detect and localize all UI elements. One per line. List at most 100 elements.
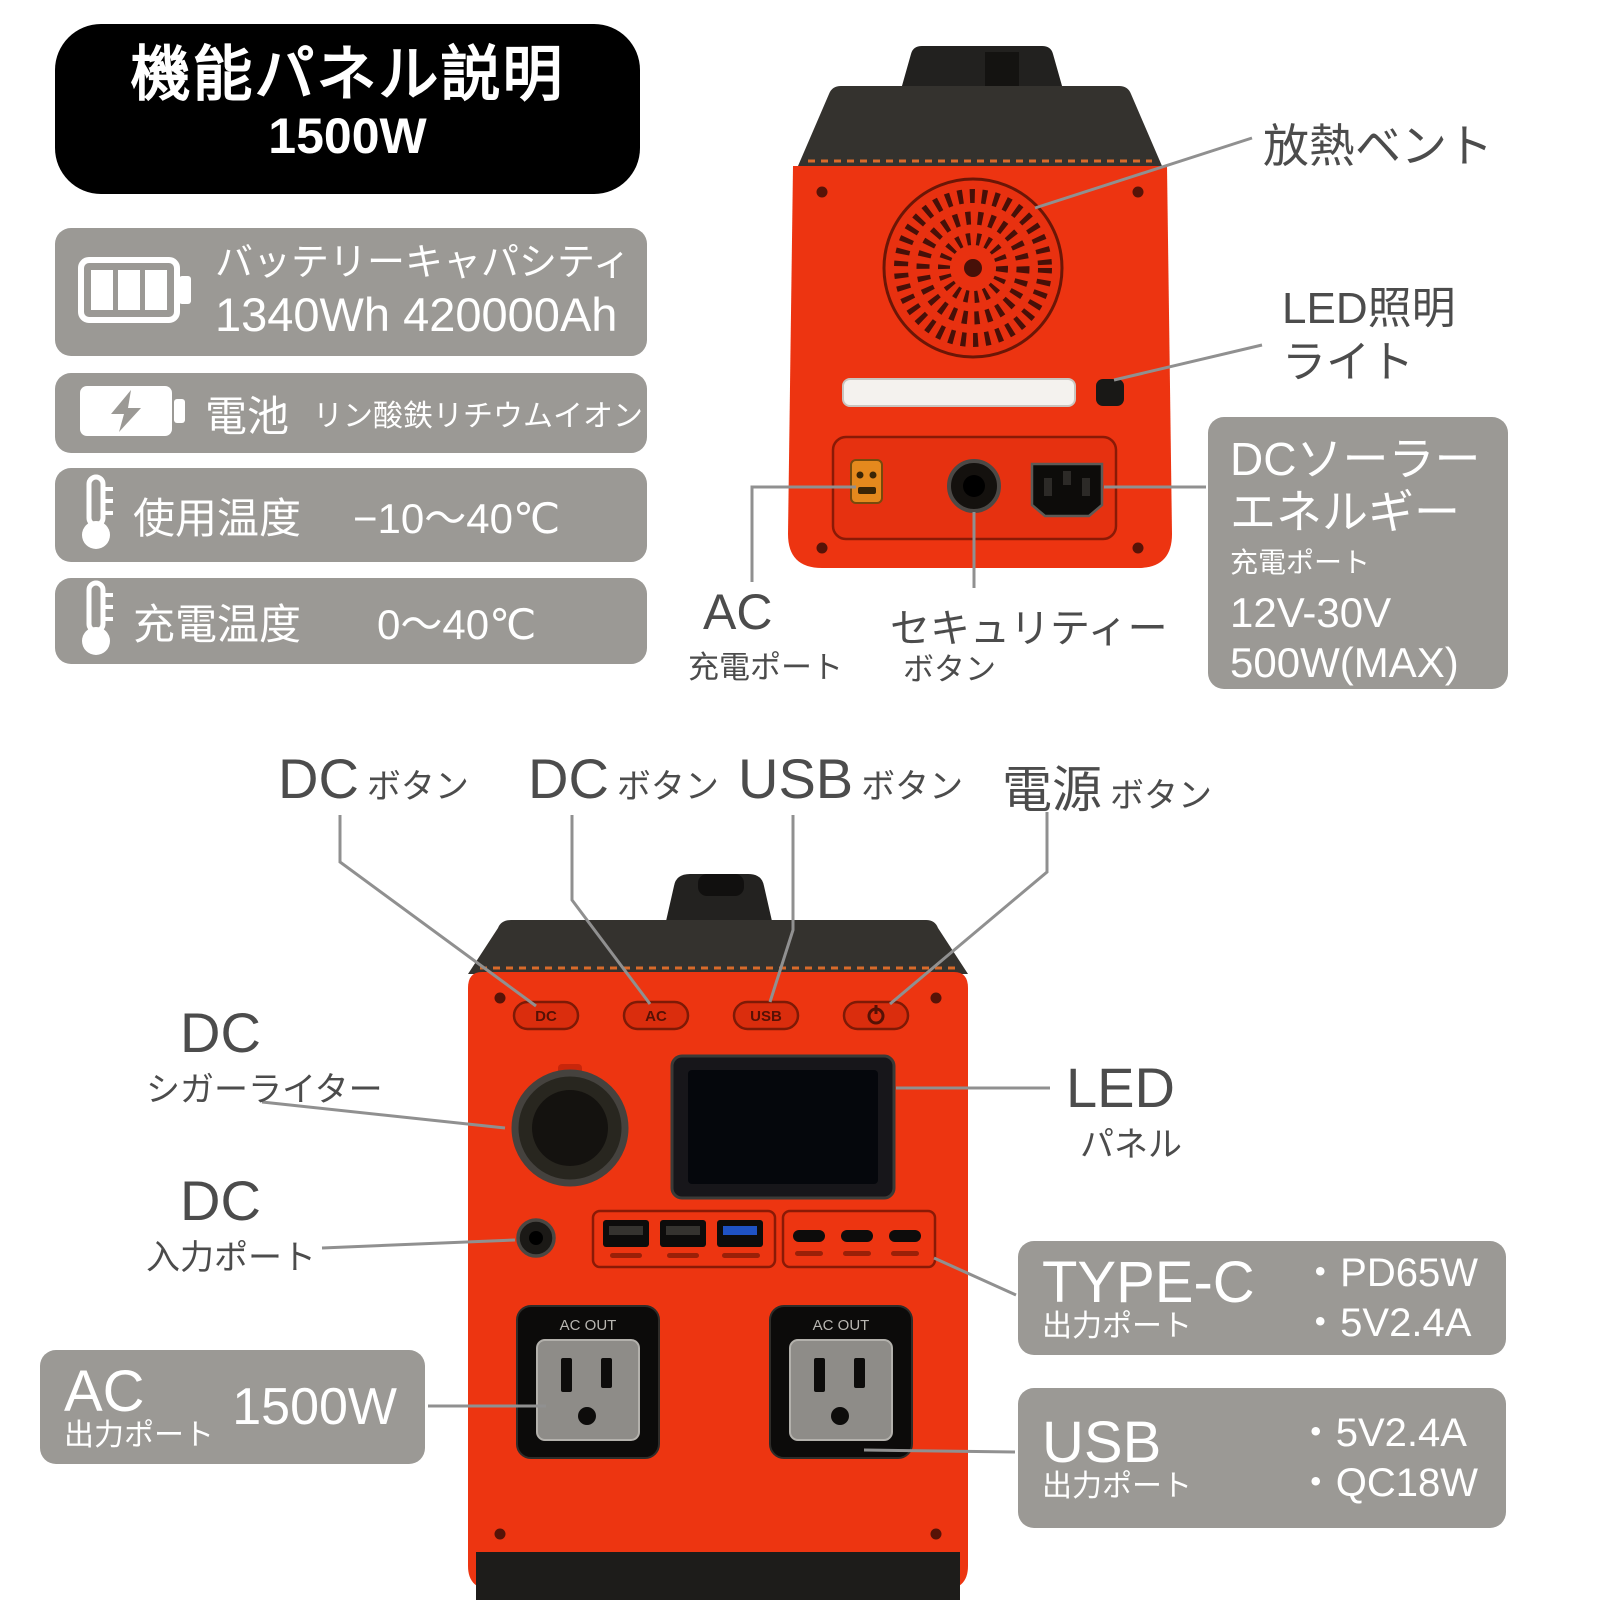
svg-text:AC OUT: AC OUT (813, 1317, 870, 1334)
spec-label: 充電温度 (133, 600, 302, 648)
spec-value: リン酸鉄リチウムイオン (313, 400, 644, 433)
line-led-light (1113, 343, 1263, 382)
power-button-label: 電源 ボタン (1002, 762, 1212, 818)
battery-charge-icon (77, 381, 189, 446)
dc-solar-inlet (1030, 462, 1104, 518)
power-icon (867, 1005, 885, 1025)
led-light-label-2: ライト (1282, 338, 1414, 387)
spec-battery-capacity: バッテリーキャパシティ 1340Wh 420000Ah (55, 228, 647, 356)
usb-button-label: USB ボタン (738, 747, 964, 810)
title-block: 機能パネル説明 1500W (55, 24, 640, 194)
connector-lines (261, 136, 1263, 1454)
typec-title: TYPE-C (1042, 1250, 1255, 1315)
dc-solar-box: DCソーラー エネルギー 充電ポート 12V-30V 500W(MAX) (1208, 417, 1508, 689)
dc-input-port (516, 1218, 556, 1258)
usb-out-spec-2: ・QC18W (1295, 1461, 1478, 1505)
dc-cigarette-socket (511, 1064, 629, 1187)
dc-solar-sub: 充電ポート (1230, 546, 1371, 578)
usb-output-box: USB 出力ポート ・5V2.4A ・QC18W (1018, 1388, 1506, 1528)
dc-button-label-1: DC ボタン (278, 747, 469, 810)
spec-operating-temp: 使用温度 −10〜40℃ (55, 468, 647, 562)
screw (816, 542, 828, 554)
line-dc-button-1 (338, 815, 537, 1008)
dc-input-label: DC (180, 1169, 261, 1232)
line-usb-button (768, 815, 795, 1003)
typec-sub: 出力ポート (1042, 1310, 1192, 1343)
line-typec (933, 1256, 1017, 1297)
ac-out-value: 1500W (232, 1377, 397, 1436)
top-panel (468, 920, 968, 974)
back-device (788, 46, 1172, 568)
line-dc-button-2 (570, 815, 652, 1005)
dc-output-button: DC (512, 1000, 580, 1031)
front-device: DC AC USB (468, 874, 968, 1600)
led-panel-sublabel: パネル (1080, 1126, 1182, 1164)
line-power-button (889, 812, 1049, 1006)
security-sublabel: ボタン (903, 652, 996, 687)
svg-text:AC: AC (645, 1008, 667, 1025)
led-light-bar (842, 378, 1076, 407)
line-usb-out (863, 1448, 1016, 1454)
thermometer-icon (77, 579, 117, 664)
dc-solar-title-1: DCソーラー (1230, 433, 1481, 485)
ac-out-title: AC (64, 1359, 145, 1424)
typec-spec-2: ・5V2.4A (1300, 1301, 1472, 1345)
led-display-panel (670, 1054, 896, 1200)
thermometer-icon (77, 473, 117, 558)
svg-text:USB: USB (750, 1008, 782, 1025)
security-button (947, 459, 1001, 513)
base (476, 1552, 960, 1600)
dc-solar-spec-2: 500W(MAX) (1230, 639, 1459, 687)
line-vent (1034, 136, 1253, 210)
security-label: セキュリティー (890, 607, 1168, 651)
screw (930, 1528, 942, 1540)
usb-output-button: USB (732, 1000, 800, 1031)
dc-solar-spec-1: 12V-30V (1230, 588, 1392, 636)
spec-label: 使用温度 (133, 494, 302, 542)
ac-charge-port (850, 459, 883, 504)
typec-spec-1: ・PD65W (1300, 1251, 1478, 1295)
ac-charge-label: AC (703, 584, 773, 640)
spec-label: 電池 (205, 392, 290, 440)
screw (1132, 186, 1144, 198)
cigarette-label: DC (180, 1001, 261, 1064)
ac-outlet-right: AC OUT (769, 1305, 913, 1459)
line-dc-input (321, 1238, 516, 1250)
top-panel (798, 86, 1162, 166)
power-button (842, 1000, 910, 1031)
led-panel-label: LED (1066, 1056, 1175, 1119)
cigarette-sublabel: シガーライター (146, 1071, 383, 1109)
dc-input-sublabel: 入力ポート (146, 1239, 316, 1277)
led-light-label-1: LED照明 (1282, 284, 1456, 333)
svg-text:AC OUT: AC OUT (560, 1317, 617, 1334)
ac-output-button: AC (622, 1000, 690, 1031)
vent-label: 放熱ベント (1263, 120, 1493, 172)
spec-value: −10〜40℃ (353, 494, 561, 542)
typec-output-box: TYPE-C 出力ポート ・PD65W ・5V2.4A (1018, 1241, 1506, 1355)
screw (494, 992, 506, 1004)
led-light-button (1096, 379, 1124, 406)
screw (930, 992, 942, 1004)
spec-charging-temp: 充電温度 0〜40℃ (55, 578, 647, 664)
screw (494, 1528, 506, 1540)
usb-out-sub: 出力ポート (1042, 1470, 1192, 1503)
line-cigarette (261, 1100, 506, 1130)
ac-output-box: AC 出力ポート 1500W (40, 1350, 425, 1464)
usb-out-spec-1: ・5V2.4A (1295, 1411, 1467, 1455)
usb-ports (591, 1209, 777, 1269)
dc-solar-title-2: エネルギー (1230, 485, 1460, 538)
spec-value: 1340Wh 420000Ah (215, 287, 618, 341)
spec-value: 0〜40℃ (377, 600, 537, 648)
handle (664, 874, 774, 930)
battery-icon (77, 252, 195, 333)
ac-outlet-left: AC OUT (516, 1305, 660, 1459)
ac-charge-sublabel: 充電ポート (688, 650, 843, 685)
dc-button-label-2: DC ボタン (528, 747, 719, 810)
page-title: 機能パネル説明 (130, 41, 565, 108)
svg-text:DC: DC (535, 1008, 557, 1025)
spec-battery-type: 電池 リン酸鉄リチウムイオン (55, 373, 647, 453)
screw (816, 186, 828, 198)
spec-label: バッテリーキャパシティ (215, 242, 631, 284)
